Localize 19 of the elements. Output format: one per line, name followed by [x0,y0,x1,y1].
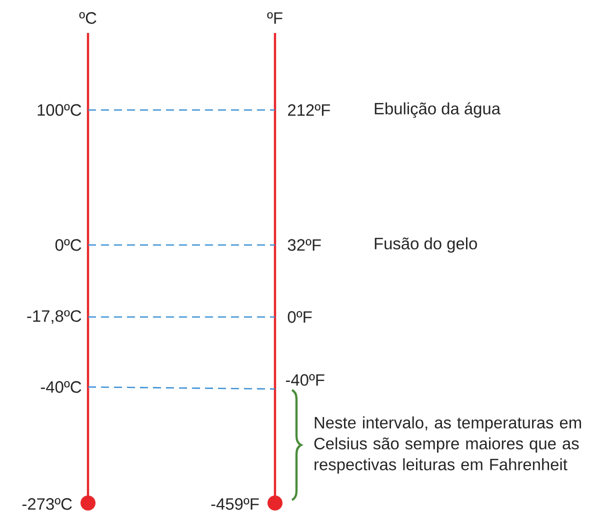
value-label: 0ºF [288,311,312,323]
value-label: -273ºC [22,498,72,510]
dashed-line [88,316,275,318]
value-label: 0ºC [55,239,82,251]
value-label: -40ºF [286,374,324,386]
value-label: 32ºF [288,239,321,251]
value-label: 212ºF [288,104,330,116]
scale-heading: ºF [267,12,282,24]
dashed-line [88,386,276,390]
value-label: -40ºC [40,381,82,393]
annotation-text: Ebulição da água [374,102,501,118]
annotation-text: Fusão do gelo [374,237,477,253]
value-label: 100ºC [38,104,82,116]
dashed-line [88,244,275,246]
dashed-line [88,109,275,111]
note-text: Neste intervalo, as temperaturas em Celsius são sempre maiores que as respectivas leituras em Fahrenheit [314,416,581,474]
value-label: -17,8ºC [27,310,82,324]
value-label: -459ºF [211,498,259,510]
scale-heading: ºC [79,12,96,24]
